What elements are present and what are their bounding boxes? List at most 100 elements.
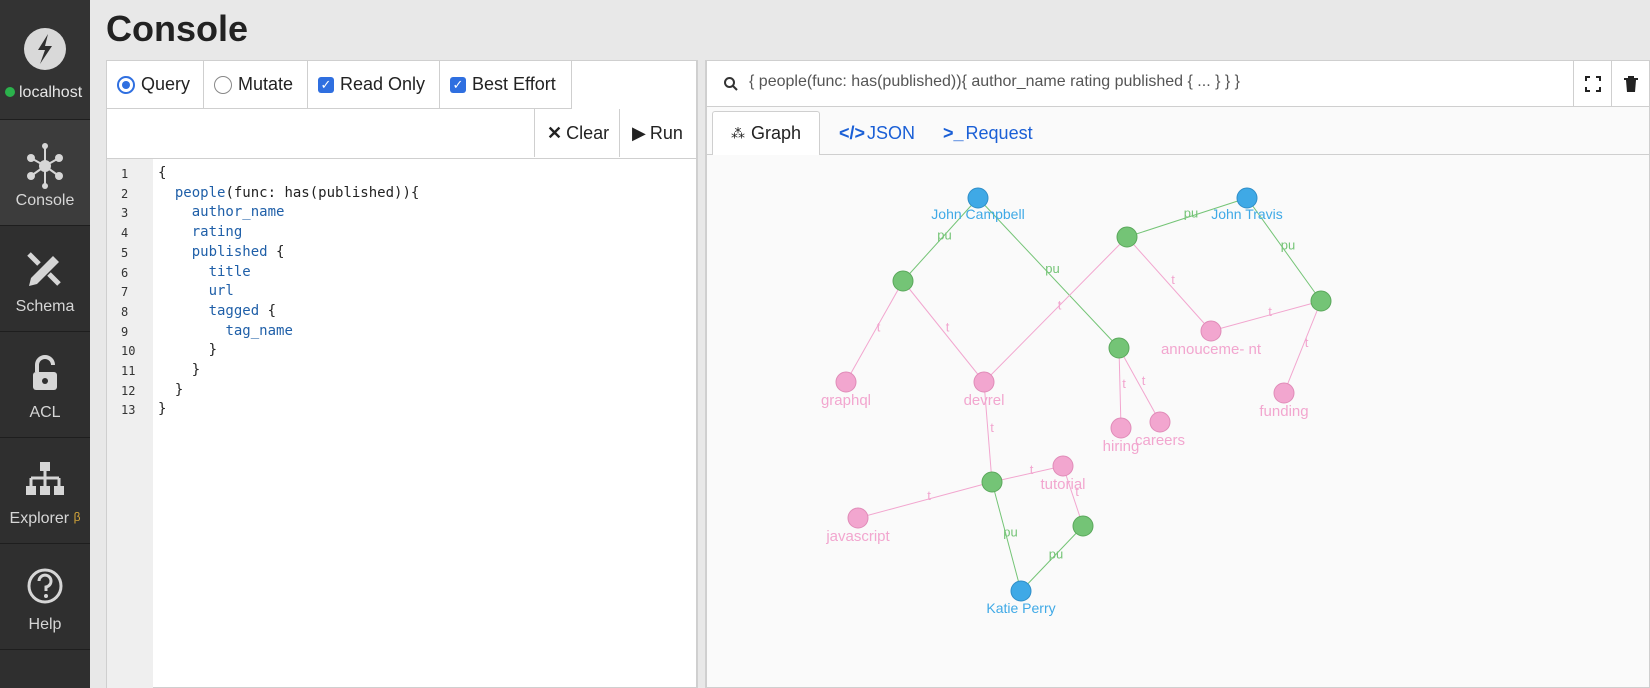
graph-edge-label: pu: [1003, 525, 1017, 540]
query-mode-radio[interactable]: Query: [107, 61, 204, 109]
clear-button[interactable]: ✕Clear: [534, 109, 619, 157]
query-editor-panel: Query Mutate ✓ Read Only ✓Best Effort ✕Cl…: [106, 60, 697, 688]
tab-label: Request: [965, 123, 1033, 143]
graph-node-label: Katie Perry: [986, 600, 1055, 616]
graph-node-tag[interactable]: [1200, 320, 1222, 342]
dgraph-logo-icon: [24, 28, 66, 70]
radio-selected-icon: [117, 75, 135, 94]
graph-edge-label: t: [1305, 335, 1309, 350]
graph-edge: [857, 481, 993, 519]
checkbox-checked-icon: ✓: [450, 76, 466, 93]
checkbox-checked-icon: ✓: [318, 76, 334, 93]
graph-edge: [1126, 197, 1248, 238]
tab-json[interactable]: </>JSON: [821, 111, 933, 156]
graph-node-label: javascript: [825, 528, 890, 545]
search-icon: [724, 77, 738, 91]
tab-graph[interactable]: ⁂Graph: [712, 111, 821, 156]
graph-node-tag[interactable]: [847, 507, 869, 529]
lock-icon: [33, 355, 57, 390]
code-line: }: [158, 401, 167, 418]
sidebar-item-label: Schema: [15, 298, 75, 315]
code-line: rating: [191, 224, 243, 241]
graph-node-post[interactable]: [981, 471, 1003, 493]
schema-icon: [27, 252, 61, 286]
graph-edge-label: t: [877, 320, 881, 335]
graph-node-post[interactable]: [892, 270, 914, 292]
graph-node-label: devrel: [964, 392, 1005, 409]
line-number: 11: [121, 364, 136, 378]
graph-node-post[interactable]: [1116, 226, 1138, 248]
host-label: localhost: [19, 84, 83, 101]
code-line: }: [158, 381, 184, 398]
graph-node-tag[interactable]: [1110, 417, 1132, 439]
graph-node-tag[interactable]: [973, 371, 995, 393]
play-icon: ▶: [632, 122, 646, 143]
sidebar-item-label: ACL: [29, 404, 61, 421]
sidebar-item-label: Console: [15, 192, 75, 209]
line-number: 2: [121, 186, 129, 201]
status-dot-icon: [5, 87, 15, 97]
line-number: 13: [121, 403, 136, 418]
panel-resize-handle[interactable]: [697, 60, 706, 688]
fullscreen-icon: [1584, 76, 1601, 92]
graph-edge: [1118, 347, 1122, 429]
mutate-mode-radio[interactable]: Mutate: [204, 61, 308, 109]
sidebar: localhost Console Schema ACL Ex: [0, 0, 90, 688]
graph-node-person[interactable]: [967, 187, 989, 209]
graph-node-label: John Campbell: [931, 206, 1024, 222]
sidebar-logo[interactable]: localhost: [0, 0, 90, 120]
clear-label: Clear: [566, 122, 610, 143]
graph-node-person[interactable]: [1010, 580, 1032, 602]
run-button[interactable]: ▶Run: [619, 109, 696, 157]
graph-edge-label: pu: [1184, 206, 1198, 221]
sidebar-item-help[interactable]: Help: [0, 544, 90, 650]
line-number: 9: [121, 324, 129, 339]
code-line: }: [158, 342, 218, 359]
sidebar-item-acl[interactable]: ACL: [0, 332, 90, 438]
line-number: 12: [121, 383, 136, 398]
graph-node-label: funding: [1259, 403, 1308, 420]
graph-node-post[interactable]: [1310, 290, 1332, 312]
graph-edge: [1020, 525, 1084, 592]
help-icon: [27, 568, 63, 604]
tab-label: JSON: [867, 123, 916, 143]
read-only-label: Read Only: [340, 74, 426, 94]
graph-edge: [1210, 300, 1322, 332]
graph-node-tag[interactable]: [1149, 411, 1171, 433]
graph-edge-label: t: [1075, 484, 1079, 499]
line-number: 10: [121, 344, 136, 359]
sidebar-item-schema[interactable]: Schema: [0, 226, 90, 332]
code-line: url: [208, 283, 234, 300]
graph-node-label: annouceme- nt: [1161, 341, 1262, 358]
graph-node-post[interactable]: [1108, 337, 1130, 359]
run-label: Run: [649, 122, 683, 143]
graph-node-tag[interactable]: [835, 371, 857, 393]
code-line: tagged {: [208, 302, 277, 319]
fullscreen-button[interactable]: [1573, 61, 1611, 107]
graph-edge: [977, 197, 1120, 349]
line-number-gutter: [107, 159, 153, 688]
graph-edge: [1062, 465, 1084, 527]
graph-edge-label: pu: [1281, 238, 1295, 253]
result-tabs: ⁂Graph </>JSON >_Request: [707, 107, 1649, 156]
delete-button[interactable]: [1611, 61, 1649, 107]
graph-node-tag[interactable]: [1273, 382, 1295, 404]
explorer-icon: [26, 462, 64, 495]
graph-node-tag[interactable]: [1052, 455, 1074, 477]
line-number: 8: [121, 304, 129, 319]
tab-request[interactable]: >_Request: [925, 111, 1051, 156]
graph-node-post[interactable]: [1072, 515, 1094, 537]
sidebar-item-console[interactable]: Console: [0, 120, 90, 226]
sidebar-item-explorer[interactable]: Explorer β: [0, 438, 90, 544]
best-effort-checkbox[interactable]: ✓Best Effort: [440, 61, 572, 109]
query-summary-text: { people(func: has(published)){ author_n…: [749, 73, 1241, 90]
line-number: 6: [121, 265, 129, 280]
read-only-checkbox[interactable]: ✓ Read Only: [308, 61, 440, 109]
graph-icon: ⁂: [731, 125, 745, 141]
graph-node-person[interactable]: [1236, 187, 1258, 209]
code-line: }: [158, 362, 201, 378]
graph-edge: [983, 236, 1128, 383]
terminal-icon: >_: [943, 123, 964, 143]
